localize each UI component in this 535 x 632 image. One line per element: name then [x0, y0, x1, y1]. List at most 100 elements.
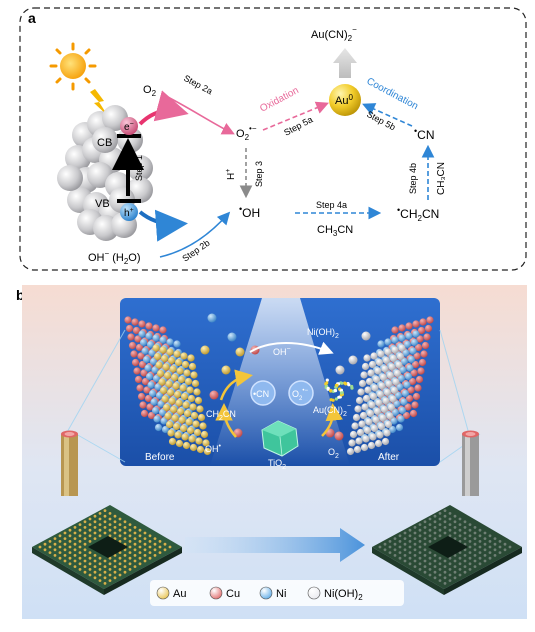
chip-pin: [93, 554, 97, 557]
lattice-atom: [189, 403, 197, 411]
chip-pin: [443, 514, 447, 518]
chip-pin: [468, 528, 472, 532]
lattice-atom: [415, 375, 424, 384]
lattice-atom: [414, 343, 423, 352]
chip-pin: [448, 517, 452, 521]
chip-pin: [148, 545, 152, 549]
chip-pin: [398, 540, 402, 543]
chip-pin: [133, 565, 137, 568]
chip-pin: [493, 548, 497, 552]
chip-pin: [443, 520, 447, 524]
chip-pin: [93, 559, 97, 563]
chip-pin: [78, 540, 82, 543]
chip-pin: [448, 562, 452, 566]
lattice-atom: [362, 435, 370, 443]
lattice-atom: [197, 413, 206, 422]
chip-pin: [458, 523, 462, 526]
chip-pin: [443, 509, 447, 512]
svg-text:O2•−: O2•−: [236, 124, 257, 142]
chip-pin: [168, 545, 172, 549]
chip-pin: [443, 582, 447, 585]
hole-sup: +: [130, 207, 134, 214]
chip-pin: [393, 554, 397, 557]
chip-pin: [128, 551, 132, 554]
lattice-atom: [376, 431, 384, 439]
legend-label-sub: 2: [358, 593, 363, 602]
chip-pin: [73, 565, 77, 568]
hole-transfer-arrow: [138, 209, 188, 242]
lattice-atom: [370, 424, 379, 433]
chip-pin: [433, 576, 437, 580]
chip-pin: [53, 537, 57, 540]
svg-text:Ni(OH)2: Ni(OH)2: [307, 327, 339, 340]
lattice-atom: [418, 358, 427, 367]
panel-b-letter: b: [16, 287, 25, 303]
chip-pin: [443, 565, 447, 568]
lattice-atom: [416, 335, 424, 343]
chip-pin: [473, 542, 477, 546]
chip-pin: [478, 528, 482, 532]
lattice-atom: [190, 371, 198, 379]
chip-pin: [428, 562, 432, 566]
chip-pin: [423, 559, 427, 563]
cb-label: CB: [97, 137, 112, 149]
o2-label: O: [143, 84, 152, 96]
chip-pin: [388, 551, 392, 554]
lattice-atom: [401, 389, 410, 398]
ch3cn-sub: 3: [333, 229, 338, 238]
cluster-atom: [328, 388, 333, 392]
chip-pin: [443, 526, 447, 529]
chip-pin: [78, 545, 82, 549]
lattice-atom: [164, 412, 172, 420]
b-o2r-sub: 2: [299, 396, 303, 402]
chip-pin: [53, 548, 57, 552]
chip-pin: [453, 526, 457, 529]
chip-pin: [133, 542, 137, 546]
lattice-atom: [159, 346, 167, 354]
chip-pin: [63, 554, 67, 557]
b-aucn2-label: Au(CN): [313, 405, 343, 415]
svg-text:CH2CN: CH2CN: [206, 409, 236, 422]
niohh2-sub: 2: [335, 333, 339, 340]
chip-pin: [498, 545, 502, 549]
ch2cn-dot: •: [397, 205, 400, 215]
lattice-atom: [379, 414, 387, 422]
lattice-atom: [154, 423, 163, 432]
chip-pin: [483, 542, 487, 546]
lattice-atom: [151, 406, 160, 415]
lattice-atom: [168, 397, 176, 405]
chip-pin: [493, 537, 497, 540]
chip-pin: [413, 554, 417, 557]
chip-pin: [78, 568, 82, 571]
lattice-atom: [169, 405, 178, 414]
chip-pin: [448, 512, 452, 515]
lattice-atom: [196, 445, 205, 454]
lattice-atom: [368, 401, 376, 409]
chip-pin: [108, 534, 112, 538]
chip-pin: [403, 559, 407, 563]
panel-a: a CB VB Step 1 e−: [19, 7, 527, 271]
chip-pin: [143, 554, 147, 557]
chip-pin: [58, 556, 62, 560]
lattice-atom: [417, 367, 425, 375]
chip-pin: [458, 540, 462, 543]
oh-input-close: O): [128, 252, 140, 264]
lattice-atom: [171, 414, 179, 422]
chip-pin: [123, 531, 127, 535]
lattice-atom: [366, 409, 375, 418]
lattice-atom: [371, 384, 379, 392]
chip-pin: [63, 531, 67, 535]
chip-pin: [148, 540, 152, 543]
cluster-atom: [340, 381, 344, 385]
lattice-atom: [378, 382, 386, 390]
chip-pin: [118, 523, 122, 526]
oh-input-rest: (H: [109, 252, 124, 264]
lattice-atom: [393, 369, 402, 378]
lattice-atom: [140, 369, 148, 377]
lattice-atom: [399, 366, 407, 374]
chip-pin: [393, 537, 397, 540]
chip-pin: [68, 551, 72, 554]
chip-pin: [418, 534, 422, 538]
chip-pin: [98, 579, 102, 582]
